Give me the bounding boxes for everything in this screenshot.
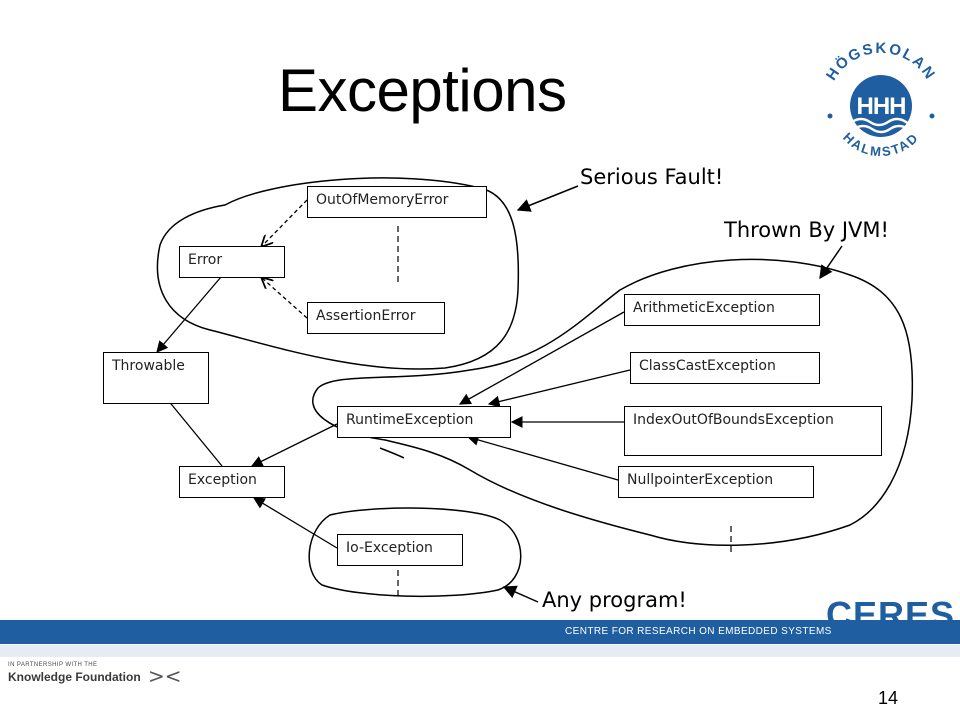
node-assertion-error: AssertionError bbox=[307, 302, 445, 334]
node-error: Error bbox=[179, 246, 285, 278]
any-program-region bbox=[308, 507, 522, 598]
partner-name: Knowledge Foundation bbox=[8, 670, 141, 684]
annotation-serious-fault: Serious Fault! bbox=[580, 165, 724, 189]
page-number: 14 bbox=[878, 688, 899, 708]
node-out-of-memory-error: OutOfMemoryError bbox=[307, 186, 487, 218]
node-arithmetic-exception: ArithmeticException bbox=[624, 294, 820, 326]
footer-banner bbox=[0, 620, 960, 644]
partner-chevron-icon: >< bbox=[148, 664, 182, 688]
annotation-any-program: Any program! bbox=[542, 588, 687, 612]
annotation-thrown-by-jvm: Thrown By JVM! bbox=[724, 218, 889, 242]
hogskolan-halmstad-logo: HÖGSKOLAN HALMSTAD HHH bbox=[823, 40, 937, 160]
node-runtime-exception: RuntimeException bbox=[337, 406, 511, 438]
partner-small-text: IN PARTNERSHIP WITH THE bbox=[8, 662, 98, 668]
ceres-logo: CERES bbox=[826, 594, 956, 635]
jvm-region bbox=[312, 258, 914, 546]
svg-text:HHH: HHH bbox=[857, 93, 906, 120]
node-throwable: Throwable bbox=[103, 352, 209, 404]
jvm-region-tail bbox=[379, 447, 405, 459]
slide-title: Exceptions bbox=[278, 57, 567, 124]
node-index-out-of-bounds-exception: IndexOutOfBoundsException bbox=[624, 406, 882, 456]
footer-banner-text: CENTRE FOR RESEARCH ON EMBEDDED SYSTEMS bbox=[565, 626, 832, 637]
serious-fault-region bbox=[156, 177, 520, 370]
node-class-cast-exception: ClassCastException bbox=[630, 352, 820, 384]
node-exception: Exception bbox=[179, 466, 285, 498]
node-io-exception: Io-Exception bbox=[337, 534, 463, 566]
node-nullpointer-exception: NullpointerException bbox=[618, 466, 814, 498]
footer-light-strip bbox=[0, 645, 960, 657]
